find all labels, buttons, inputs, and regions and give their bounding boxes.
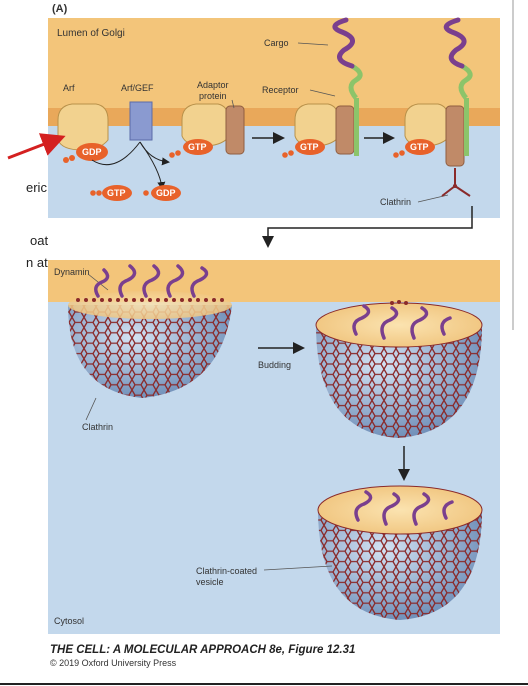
gdp-badge-free xyxy=(151,185,181,201)
caption-title: THE CELL: A MOLECULAR APPROACH 8e, Figur… xyxy=(50,644,356,656)
arf-gef-protein xyxy=(129,101,153,141)
adaptor-protein-3 xyxy=(445,105,465,167)
budding-vesicle-1 xyxy=(68,264,232,398)
cargo-label: Cargo xyxy=(264,38,289,48)
phosphate-dot xyxy=(282,152,288,158)
phosphate-dot xyxy=(399,150,405,156)
clathrin-label-top: Clathrin xyxy=(380,197,411,207)
gtp-badge-free xyxy=(102,185,132,201)
gtp-text-2: GTP xyxy=(188,142,207,152)
figure-caption: THE CELL: A MOLECULAR APPROACH 8e, Figur… xyxy=(50,644,355,668)
dynamin-leader xyxy=(87,273,109,291)
gtp-text-3: GTP xyxy=(300,142,319,152)
receptor-2 xyxy=(464,98,469,156)
phosphate-dot xyxy=(96,190,102,196)
right-edge-divider xyxy=(512,0,514,330)
gtp-text-4: GTP xyxy=(410,142,429,152)
exchange-curve xyxy=(91,141,141,165)
phosphate-dot xyxy=(143,190,149,196)
adaptor-label-1: Adaptor xyxy=(197,80,229,90)
phosphate-dot xyxy=(169,152,175,158)
lumen-label: Lumen of Golgi xyxy=(57,28,125,39)
clathrin-coated-vesicle xyxy=(317,485,483,620)
phosphate-dot xyxy=(90,190,96,196)
side-text-eric: eric xyxy=(26,180,47,195)
gtp-badge-2 xyxy=(183,139,213,155)
adaptor-protein-1 xyxy=(225,105,245,155)
phosphate-dot xyxy=(393,152,399,158)
vesicle-label-1: Clathrin-coated xyxy=(196,566,257,576)
highlight-arrow xyxy=(7,133,66,160)
gdp-text-1: GDP xyxy=(82,147,102,157)
vesicle-leader xyxy=(263,565,333,571)
cytosol-label: Cytosol xyxy=(54,616,84,626)
clathrin-triskelion xyxy=(441,168,471,197)
cargo-2 xyxy=(443,17,467,69)
receptor-1 xyxy=(354,98,359,156)
phosphate-dot xyxy=(175,150,181,156)
gdp-badge-1 xyxy=(76,143,108,161)
clathrin-label-bottom: Clathrin xyxy=(82,422,113,432)
gtp-badge-4 xyxy=(405,139,435,155)
receptor-head-2 xyxy=(458,63,473,100)
transition-arrow xyxy=(262,206,473,248)
budded-vesicle-2 xyxy=(315,300,483,438)
adaptor-leader xyxy=(231,99,235,109)
phosphate-dot xyxy=(288,150,294,156)
exchange-arrow-right xyxy=(139,141,170,166)
arf-protein-1 xyxy=(57,103,109,151)
receptor-head-1 xyxy=(348,63,363,100)
phosphate-dot xyxy=(63,157,69,163)
golgi-membrane xyxy=(48,108,500,126)
arf-label: Arf xyxy=(63,83,75,93)
gtp-badge-3 xyxy=(295,139,325,155)
vesicle-label-2: vesicle xyxy=(196,577,224,587)
dynamin-label: Dynamin xyxy=(54,267,90,277)
arf-gef-label: Arf/GEF xyxy=(121,83,154,93)
phosphate-dot xyxy=(69,155,75,161)
arf-protein-4 xyxy=(404,103,449,147)
receptor-label: Receptor xyxy=(262,85,299,95)
panel-label: (A) xyxy=(52,3,68,15)
adaptor-protein-2 xyxy=(335,105,355,155)
top-panel: Lumen of Golgi Arf Arf/GEF Adaptor prote… xyxy=(48,17,500,218)
bottom-panel: Dynamin xyxy=(48,260,500,634)
gdp-text-free: GDP xyxy=(156,188,176,198)
adaptor-label-2: protein xyxy=(199,91,227,101)
arf-protein-2 xyxy=(181,103,229,147)
cargo-leader xyxy=(297,42,329,46)
gtp-text-free: GTP xyxy=(107,188,126,198)
caption-copyright: © 2019 Oxford University Press xyxy=(50,658,177,668)
bottom-rule xyxy=(0,683,528,685)
cargo-1 xyxy=(332,17,355,69)
budding-label: Budding xyxy=(258,360,291,370)
arf-protein-3 xyxy=(294,103,339,147)
side-text-oat: oat xyxy=(30,233,49,248)
receptor-leader xyxy=(309,89,336,97)
clathrin-leader-bottom xyxy=(85,397,97,421)
side-text-n-at: n at xyxy=(26,255,48,270)
